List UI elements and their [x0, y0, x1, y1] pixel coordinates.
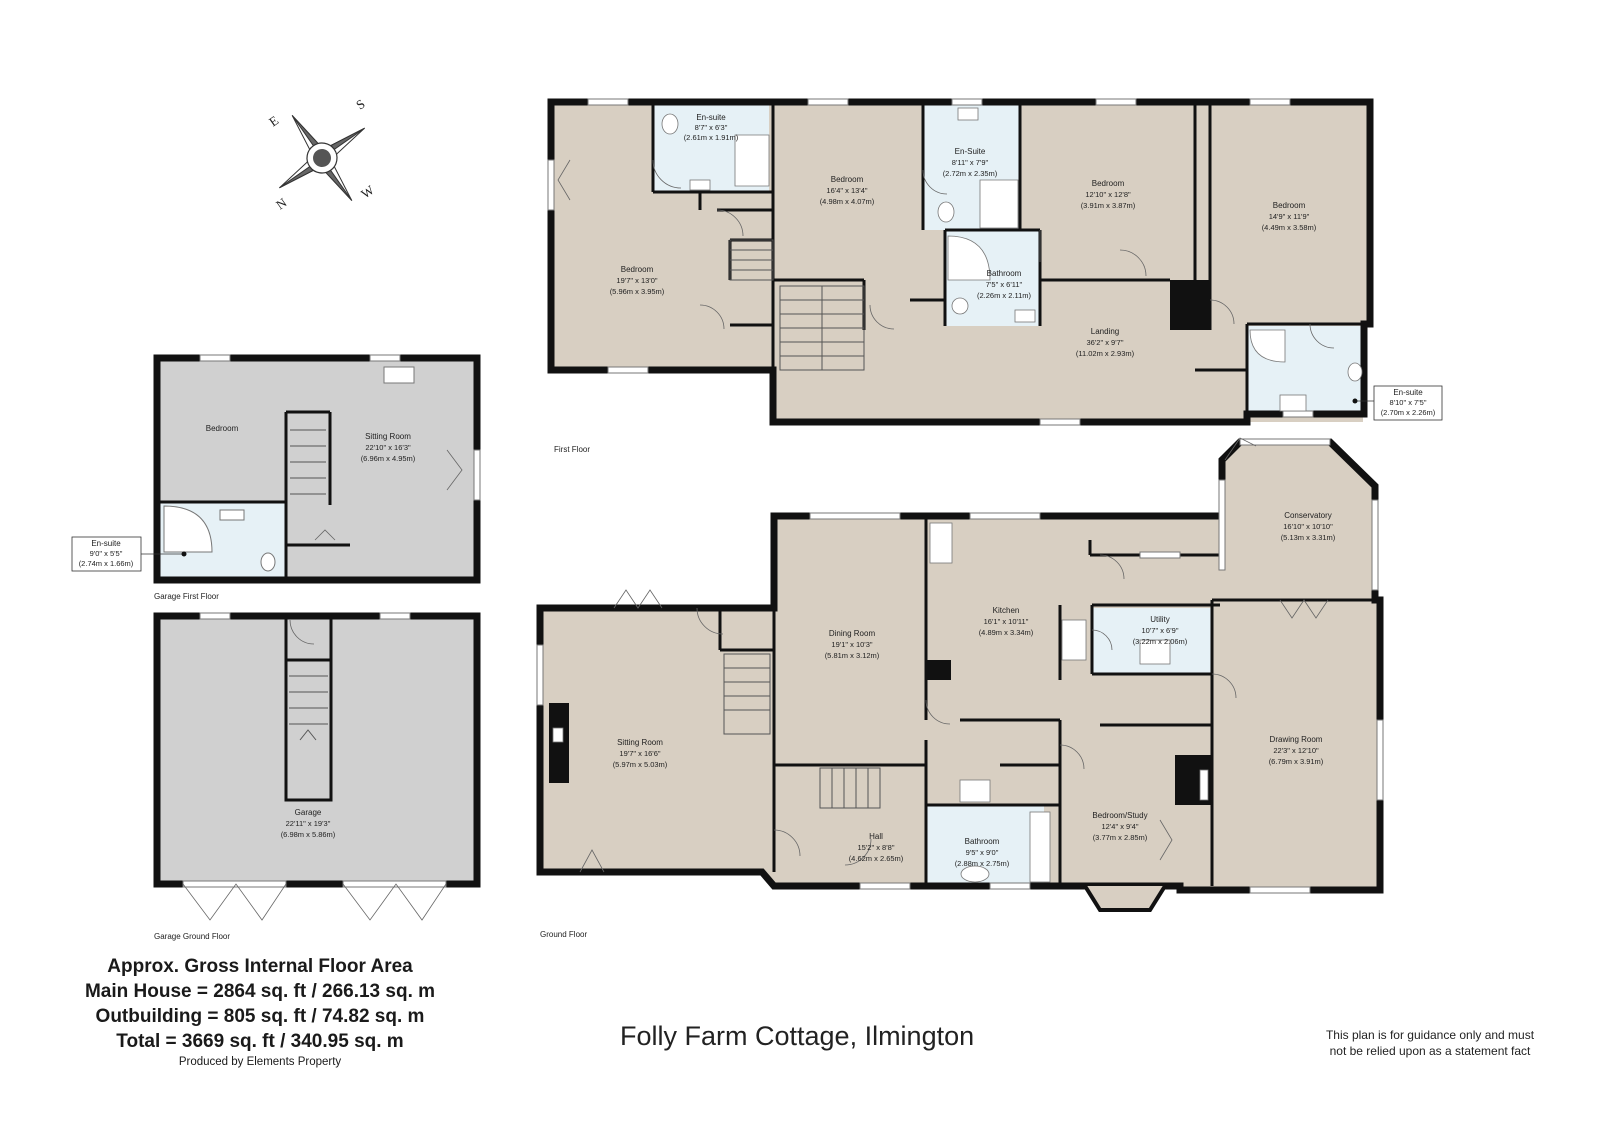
bedroom-study-imperial: 12'4" x 9'4" [1102, 822, 1139, 831]
bedroom-study-name: Bedroom/Study [1092, 811, 1147, 820]
ff-bedroom-2-name: Bedroom [831, 175, 864, 184]
ff-bathroom-name: Bathroom [987, 269, 1022, 278]
utility-metric: (3.22m x 2.06m) [1133, 637, 1188, 646]
utility-imperial: 10'7" x 6'9" [1142, 626, 1179, 635]
dining-room-name: Dining Room [829, 629, 876, 638]
main-house-area: Main House = 2864 sq. ft / 266.13 sq. m [84, 981, 436, 1002]
garage-first-floor-stairs [290, 429, 326, 495]
ff-landing-metric: (11.02m x 2.93m) [1076, 349, 1135, 358]
disclaimer: This plan is for guidance only and must … [1290, 1027, 1570, 1059]
compass-west-label: W [358, 182, 377, 202]
ground-bathroom-imperial: 9'5" x 9'0" [966, 848, 999, 857]
hall-metric: (4.62m x 2.65m) [849, 854, 904, 863]
conservatory-metric: (5.13m x 3.31m) [1281, 533, 1336, 542]
sitting-room-metric: (5.97m x 5.03m) [613, 760, 668, 769]
garage-sitting-room-imperial: 22'10" x 16'3" [365, 443, 411, 452]
garage-ground-floor-stairs [289, 675, 328, 741]
kitchen-name: Kitchen [993, 606, 1020, 615]
ff-ensuite-2-name: En-Suite [955, 147, 986, 156]
utility-name: Utility [1150, 615, 1170, 624]
ground-floor-label: Ground Floor [540, 930, 587, 939]
drawing-room-metric: (6.79m x 3.91m) [1269, 757, 1324, 766]
ff-landing-name: Landing [1091, 327, 1119, 336]
hall-name: Hall [869, 832, 883, 841]
produced-by: Produced by Elements Property [178, 1056, 342, 1068]
ff-bedroom-4-imperial: 14'9" x 11'9" [1269, 212, 1310, 221]
garage-first-floor-label: Garage First Floor [154, 592, 219, 601]
garage-sitting-room-name: Sitting Room [365, 432, 411, 441]
ground-floor-stairs [723, 653, 881, 809]
ff-ensuite-3-label-box [1373, 385, 1443, 421]
ff-bedroom-1-imperial: 19'7" x 13'0" [616, 276, 657, 285]
garage-ensuite-imperial: 9'0" x 5'5" [90, 549, 123, 558]
conservatory-imperial: 16'10" x 10'10" [1283, 522, 1333, 531]
garage-name: Garage [295, 808, 322, 817]
sitting-room-name: Sitting Room [617, 738, 663, 747]
floor-area-summary: Approx. Gross Internal Floor Area Main H… [40, 954, 480, 1069]
dining-room-imperial: 19'1" x 10'3" [831, 640, 872, 649]
property-title: Folly Farm Cottage, Ilmington [620, 1021, 975, 1051]
ff-ensuite-1-imperial: 8'7" x 6'3" [695, 123, 728, 132]
conservatory-name: Conservatory [1284, 511, 1332, 520]
ff-bedroom-2-imperial: 16'4" x 13'4" [826, 186, 867, 195]
garage-bedroom-name: Bedroom [206, 424, 239, 433]
compass-east-label: E [266, 113, 281, 130]
drawing-room-name: Drawing Room [1270, 735, 1323, 744]
garage-ensuite-label-box [71, 536, 142, 572]
ff-bedroom-3-imperial: 12'10" x 12'8" [1085, 190, 1131, 199]
ff-ensuite-3-metric: (2.70m x 2.26m) [1381, 408, 1436, 417]
compass-north-label: N [273, 194, 290, 212]
compass-south-label: S [353, 96, 368, 112]
bedroom-study-metric: (3.77m x 2.85m) [1093, 833, 1148, 842]
ff-bathroom-imperial: 7'5" x 6'11" [986, 280, 1023, 289]
garage-imperial: 22'11" x 19'3" [286, 819, 331, 828]
disclaimer-line-1: This plan is for guidance only and must [1325, 1028, 1535, 1042]
drawing-room-imperial: 22'3" x 12'10" [1273, 746, 1319, 755]
disclaimer-line-2: not be relied upon as a statement fact [1329, 1044, 1531, 1058]
kitchen-metric: (4.89m x 3.34m) [979, 628, 1034, 637]
ff-bedroom-4-metric: (4.49m x 3.58m) [1262, 223, 1317, 232]
ground-floor-plan: Sitting Room 19'7" x 16'6" (5.97m x 5.03… [536, 437, 1384, 939]
ground-bathroom-name: Bathroom [965, 837, 1000, 846]
compass-rose-icon: S E W N [266, 96, 377, 212]
ff-ensuite-3-name: En-suite [1393, 388, 1423, 397]
outbuilding-area: Outbuilding = 805 sq. ft / 74.82 sq. m [95, 1006, 425, 1027]
sitting-room-imperial: 19'7" x 16'6" [619, 749, 660, 758]
ff-bedroom-3-metric: (3.91m x 3.87m) [1081, 201, 1136, 210]
ground-bathroom-metric: (2.88m x 2.75m) [955, 859, 1010, 868]
dining-room-metric: (5.81m x 3.12m) [825, 651, 880, 660]
garage-sitting-room-metric: (6.96m x 4.95m) [361, 454, 416, 463]
first-floor-label: First Floor [554, 445, 590, 454]
ff-bedroom-3-name: Bedroom [1092, 179, 1125, 188]
ff-bathroom-metric: (2.26m x 2.11m) [977, 291, 1032, 300]
garage-first-floor-plan: Bedroom Sitting Room 22'10" x 16'3" (6.9… [71, 354, 481, 601]
ff-ensuite-2-metric: (2.72m x 2.35m) [943, 169, 998, 178]
ff-ensuite-1-name: En-suite [696, 113, 726, 122]
ff-bedroom-4-name: Bedroom [1273, 201, 1306, 210]
garage-ensuite-metric: (2.74m x 1.66m) [79, 559, 134, 568]
ff-bedroom-1-name: Bedroom [621, 265, 654, 274]
total-area: Total = 3669 sq. ft / 340.95 sq. m [116, 1031, 404, 1052]
garage-ground-floor-plan: Garage 22'11" x 19'3" (6.98m x 5.86m) Ga… [153, 612, 481, 941]
ff-landing-imperial: 36'2" x 9'7" [1087, 338, 1124, 347]
ff-bedroom-2-metric: (4.98m x 4.07m) [820, 197, 875, 206]
garage-ground-floor-label: Garage Ground Floor [154, 932, 230, 941]
ff-ensuite-2-imperial: 8'11" x 7'9" [952, 158, 989, 167]
kitchen-imperial: 16'1" x 10'11" [984, 617, 1029, 626]
ff-bedroom-1-metric: (5.96m x 3.95m) [610, 287, 665, 296]
garage-metric: (6.98m x 5.86m) [281, 830, 336, 839]
ff-ensuite-3-imperial: 8'10" x 7'5" [1390, 398, 1427, 407]
area-heading: Approx. Gross Internal Floor Area [107, 956, 413, 977]
first-floor-plan: En-suite 8'7" x 6'3" (2.61m x 1.91m) Bed… [547, 98, 1443, 454]
first-floor-stairs [729, 239, 865, 371]
ff-ensuite-1-metric: (2.61m x 1.91m) [684, 133, 739, 142]
garage-ensuite-name: En-suite [91, 539, 121, 548]
hall-imperial: 15'2" x 8'8" [858, 843, 895, 852]
